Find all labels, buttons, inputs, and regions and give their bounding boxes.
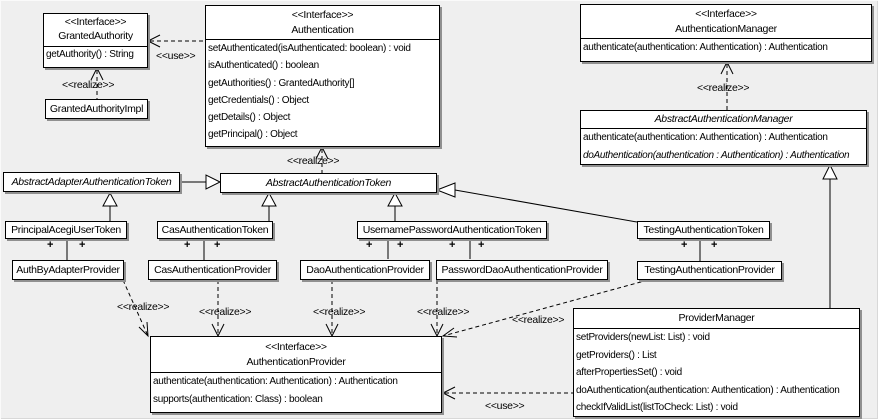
realize-label: <<realize>> [417, 306, 470, 318]
class-name: AuthenticationProvider [246, 356, 346, 368]
realize-label: <<realize>> [512, 314, 565, 326]
multiplicity-label: + [478, 239, 485, 251]
class-name: DaoAuthenticationProvider [306, 264, 424, 276]
class-name: GrantedAuthorityImpl [49, 103, 144, 115]
realize-label: <<realize>> [313, 306, 366, 318]
generalization-adapter-token-to-abstract-token [180, 174, 222, 190]
realize-granted-authority-impl [90, 66, 104, 99]
class-name: PrincipalAcegiUserToken [11, 224, 121, 236]
use-provider-manager-to-authentication-provider [441, 386, 573, 400]
use-label: <<use>> [156, 50, 196, 62]
method: setProviders(newList: List) : void [576, 332, 710, 343]
multiplicity-label: + [449, 239, 456, 251]
class-password-dao-authentication-provider[interactable]: PasswordDaoAuthenticationProvider [436, 260, 608, 280]
class-granted-authority-impl[interactable]: GrantedAuthorityImpl [45, 99, 148, 119]
class-cas-authentication-token[interactable]: CasAuthenticationToken [157, 221, 273, 239]
class-name: CasAuthenticationProvider [154, 264, 271, 276]
realize-label: <<realize>> [697, 82, 750, 94]
multiplicity-label: + [214, 239, 221, 251]
class-authentication-manager[interactable]: <<Interface>> AuthenticationManager auth… [580, 4, 872, 62]
class-name: TestingAuthenticationToken [643, 224, 764, 236]
class-testing-authentication-provider[interactable]: TestingAuthenticationProvider [637, 261, 782, 280]
multiplicity-label: + [711, 239, 718, 251]
realize-label: <<realize>> [287, 155, 340, 167]
use-label: <<use>> [485, 400, 525, 412]
realize-label: <<realize>> [62, 79, 115, 91]
generalization-cas-token-to-abstract-token [261, 191, 277, 221]
class-authentication-provider[interactable]: <<Interface>> AuthenticationProvider aut… [150, 336, 442, 413]
class-name: AuthenticationManager [675, 23, 777, 35]
realize-testing-provider [441, 279, 649, 338]
class-name: GrantedAuthority [58, 30, 133, 42]
realize-abstract-manager-to-authentication-manager [720, 60, 734, 110]
class-stereotype: <<Interface>> [291, 9, 354, 21]
realize-auth-by-adapter-provider [122, 279, 149, 338]
class-name: AbstractAuthenticationManager [654, 113, 793, 125]
multiplicity-label: + [79, 239, 86, 251]
multiplicity-label: + [47, 239, 54, 251]
class-stereotype: <<Interface>> [64, 16, 127, 28]
method: doAuthentication(authentication : Authen… [583, 149, 850, 161]
method: setAuthenticated(isAuthenticated: boolea… [208, 43, 411, 54]
method: isAuthenticated() : boolean [208, 60, 319, 72]
method: authenticate(authentication: Authenticat… [153, 376, 398, 387]
class-authentication[interactable]: <<Interface>> Authentication setAuthenti… [205, 5, 440, 147]
method: checkIfValidList(listToCheck: List) : vo… [576, 402, 738, 414]
class-name: AuthByAdapterProvider [16, 264, 120, 276]
method: afterPropertiesSet() : void [576, 367, 682, 379]
class-provider-manager[interactable]: ProviderManager setProviders(newList: Li… [573, 308, 860, 417]
use-authentication-to-granted-authority [146, 34, 203, 48]
method: supports(authentication: Class) : boolea… [153, 393, 323, 405]
method: getAuthorities() : GrantedAuthority[] [208, 77, 355, 89]
class-stereotype: <<Interface>> [265, 341, 327, 353]
method: getAuthority() : String [46, 49, 134, 60]
generalization-principal-token-to-adapter-token [102, 191, 118, 221]
class-name: Authentication [291, 24, 354, 36]
class-name: TestingAuthenticationProvider [644, 264, 775, 276]
class-dao-authentication-provider[interactable]: DaoAuthenticationProvider [300, 260, 430, 280]
class-granted-authority[interactable]: <<Interface>> GrantedAuthority getAuthor… [43, 13, 148, 68]
class-stereotype: <<Interface>> [695, 8, 757, 20]
class-cas-authentication-provider[interactable]: CasAuthenticationProvider [148, 260, 277, 280]
class-abstract-authentication-manager[interactable]: AbstractAuthenticationManager authentica… [580, 110, 867, 165]
realize-label: <<realize>> [117, 301, 170, 313]
realize-label: <<realize>> [199, 306, 252, 318]
generalization-testing-token-to-abstract-token [435, 182, 638, 223]
generalization-username-token-to-abstract-token [387, 191, 403, 221]
method: getDetails() : Object [208, 112, 291, 124]
class-auth-by-adapter-provider[interactable]: AuthByAdapterProvider [12, 260, 124, 280]
class-abstract-adapter-authentication-token[interactable]: AbstractAdapterAuthenticationToken [3, 172, 180, 192]
class-principal-acegi-user-token[interactable]: PrincipalAcegiUserToken [5, 221, 127, 239]
class-name: AbstractAuthenticationToken [265, 177, 392, 189]
class-testing-authentication-token[interactable]: TestingAuthenticationToken [637, 221, 770, 239]
multiplicity-label: + [397, 239, 404, 251]
multiplicity-label: + [366, 239, 373, 251]
association-lines [66, 239, 701, 261]
method: getProviders() : List [576, 349, 657, 361]
method: authenticate(authentication: Authenticat… [583, 42, 828, 53]
method: getCredentials() : Object [208, 94, 309, 106]
class-name: CasAuthenticationToken [161, 224, 269, 236]
class-name: UsernamePasswordAuthenticationToken [362, 224, 542, 236]
generalization-provider-manager-to-abstract-manager [822, 163, 838, 308]
class-name: AbstractAdapterAuthenticationToken [11, 176, 172, 188]
multiplicity-label: + [681, 239, 688, 251]
class-abstract-authentication-token[interactable]: AbstractAuthenticationToken [220, 173, 437, 193]
class-name: PasswordDaoAuthenticationProvider [441, 264, 603, 276]
method: authenticate(authentication: Authenticat… [583, 132, 828, 143]
method: getPrincipal() : Object [208, 129, 298, 141]
class-name: ProviderManager [678, 312, 755, 324]
class-username-password-authentication-token[interactable]: UsernamePasswordAuthenticationToken [357, 221, 547, 239]
realize-abstract-token-to-authentication [315, 145, 329, 173]
multiplicity-label: + [184, 239, 191, 251]
method: doAuthentication(authentication: Authent… [576, 384, 840, 396]
